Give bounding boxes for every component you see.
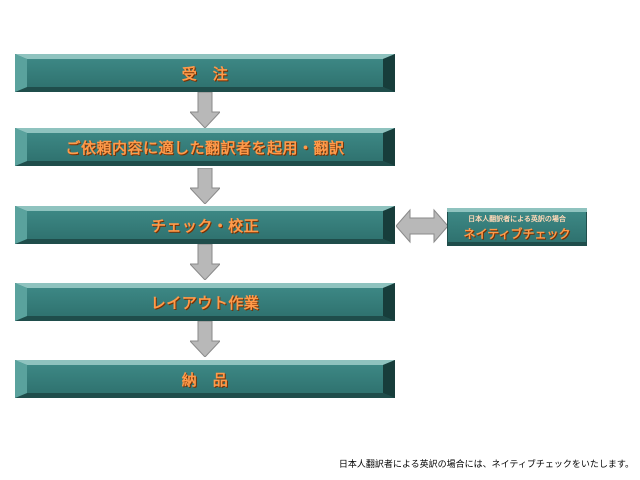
footnote: 日本人翻訳者による英訳の場合には、ネイティブチェックをいたします。 — [338, 460, 634, 470]
step-translation: ご依頼内容に適した翻訳者を起用・翻訳 — [15, 128, 395, 166]
step-label: レイアウト作業 — [150, 293, 260, 312]
step-order: 受 注 — [15, 54, 395, 92]
step-label: ご依頼内容に適した翻訳者を起用・翻訳 — [65, 138, 345, 157]
step-label: チェック・校正 — [150, 216, 260, 235]
down-arrow-icon — [190, 321, 220, 357]
side-box-subtitle: 日本人翻訳者による英訳の場合 — [468, 215, 566, 223]
side-box-title: ネイティブチェック — [463, 227, 571, 241]
down-arrow-icon — [190, 244, 220, 280]
down-arrow-icon — [190, 92, 220, 128]
step-label: 受 注 — [181, 64, 229, 83]
step-delivery: 納 品 — [15, 360, 395, 398]
step-label: 納 品 — [181, 370, 229, 389]
step-layout: レイアウト作業 — [15, 283, 395, 321]
native-check-box: 日本人翻訳者による英訳の場合 ネイティブチェック — [447, 208, 587, 246]
down-arrow-icon — [190, 168, 220, 204]
double-arrow-icon — [396, 208, 448, 244]
step-check: チェック・校正 — [15, 206, 395, 244]
